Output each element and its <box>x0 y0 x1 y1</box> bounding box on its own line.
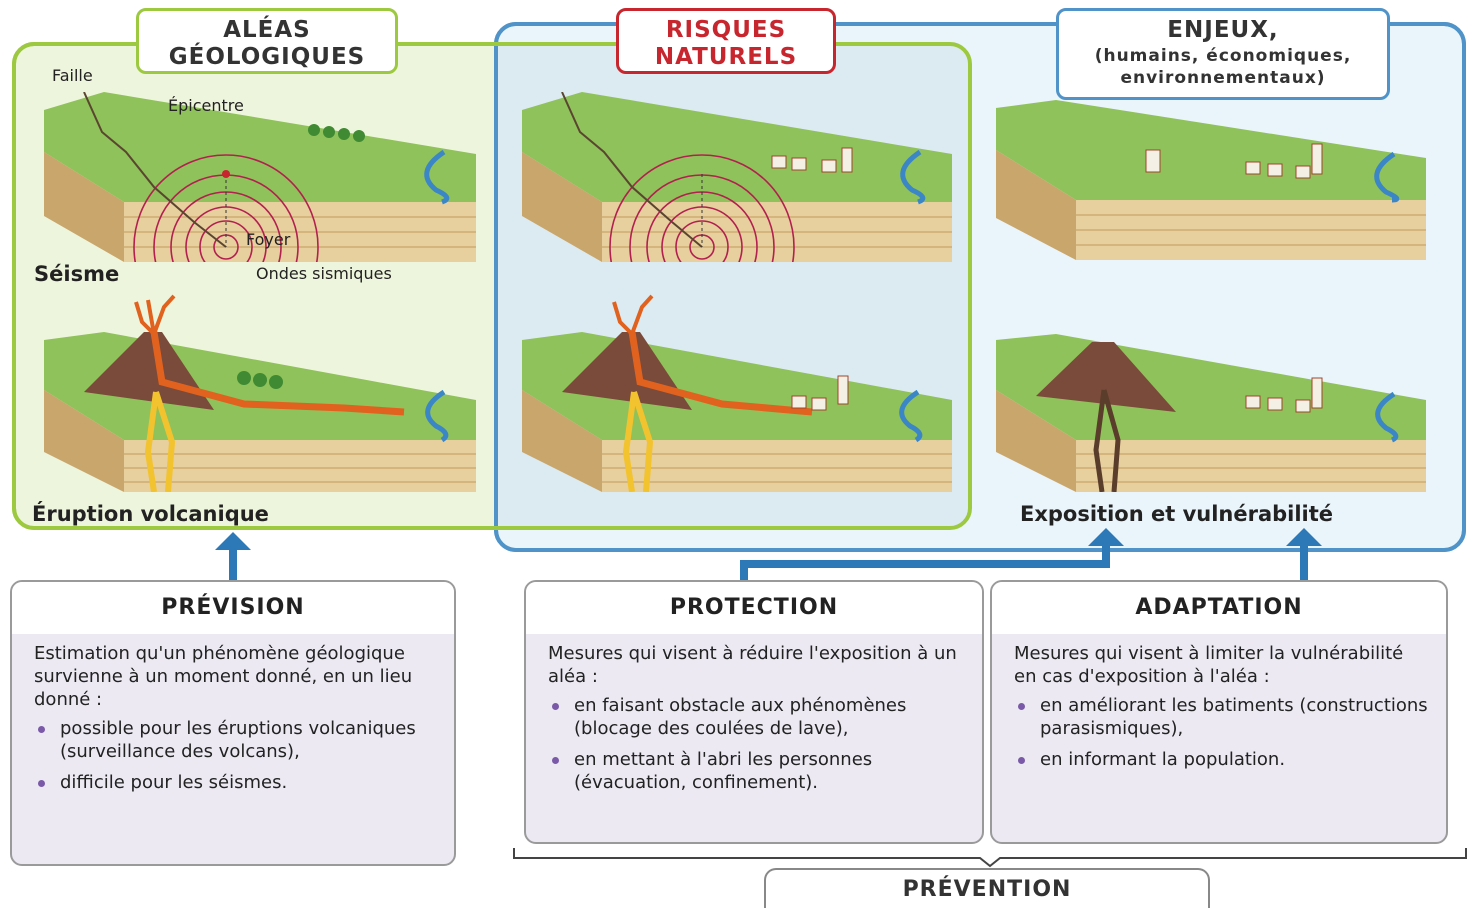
risque-seisme-illustration <box>522 92 952 262</box>
adaptation-arrow-shaft <box>1300 544 1308 582</box>
prevision-title: PRÉVISION <box>12 582 454 634</box>
protection-arrow-shaft <box>1102 544 1110 568</box>
risque-eruption-illustration <box>522 292 952 492</box>
enjeux-title-text: ENJEUX, <box>1059 17 1387 43</box>
prevision-box: PRÉVISION Estimation qu'un phénomène géo… <box>10 580 456 866</box>
enjeux-title: ENJEUX, (humains, économiques, environne… <box>1056 8 1390 100</box>
enjeux-volcano-illustration <box>996 330 1426 492</box>
aleas-title: ALÉAS GÉOLOGIQUES <box>136 8 398 74</box>
risques-title: RISQUES NATURELS <box>616 8 836 74</box>
prevention-title-text: PRÉVENTION <box>903 877 1072 902</box>
foyer-label: Foyer <box>246 230 290 249</box>
protection-title: PROTECTION <box>526 582 982 634</box>
eruption-label: Éruption volcanique <box>32 502 269 526</box>
risques-title-text: RISQUES NATURELS <box>655 17 797 70</box>
ondes-label: Ondes sismiques <box>256 264 392 283</box>
faille-label: Faille <box>52 66 93 85</box>
enjeux-subtitle: (humains, économiques, environnementaux) <box>1059 43 1387 89</box>
prevision-arrow-shaft <box>229 548 237 580</box>
protection-connector-horizontal <box>740 560 1110 568</box>
protection-item: en faisant obstacle aux phénomènes (bloc… <box>548 694 964 740</box>
prevention-title: PRÉVENTION <box>764 868 1210 908</box>
adaptation-title: ADAPTATION <box>992 582 1446 634</box>
eruption-illustration <box>44 292 476 492</box>
adaptation-text: Mesures qui visent à limiter la vulnérab… <box>1014 642 1428 688</box>
adaptation-box: ADAPTATION Mesures qui visent à limiter … <box>990 580 1448 844</box>
enjeux-town-illustration <box>996 100 1426 260</box>
prevision-arrow-head <box>215 532 251 550</box>
adaptation-item: en informant la population. <box>1014 748 1428 771</box>
prevision-text: Estimation qu'un phénomène géologique su… <box>34 642 436 711</box>
aleas-title-text: ALÉAS GÉOLOGIQUES <box>169 17 365 70</box>
prevision-item: difficile pour les séismes. <box>34 771 436 794</box>
prevention-brace <box>512 846 1468 868</box>
epicentre-label: Épicentre <box>168 96 244 115</box>
prevision-item: possible pour les éruptions volcaniques … <box>34 717 436 763</box>
exposition-label: Exposition et vulnérabilité <box>1020 502 1333 526</box>
protection-arrow-head <box>1088 528 1124 546</box>
seisme-label: Séisme <box>34 262 119 286</box>
protection-box: PROTECTION Mesures qui visent à réduire … <box>524 580 984 844</box>
adaptation-item: en améliorant les batiments (constructio… <box>1014 694 1428 740</box>
protection-text: Mesures qui visent à réduire l'expositio… <box>548 642 964 688</box>
protection-item: en mettant à l'abri les personnes (évacu… <box>548 748 964 794</box>
adaptation-arrow-head <box>1286 528 1322 546</box>
